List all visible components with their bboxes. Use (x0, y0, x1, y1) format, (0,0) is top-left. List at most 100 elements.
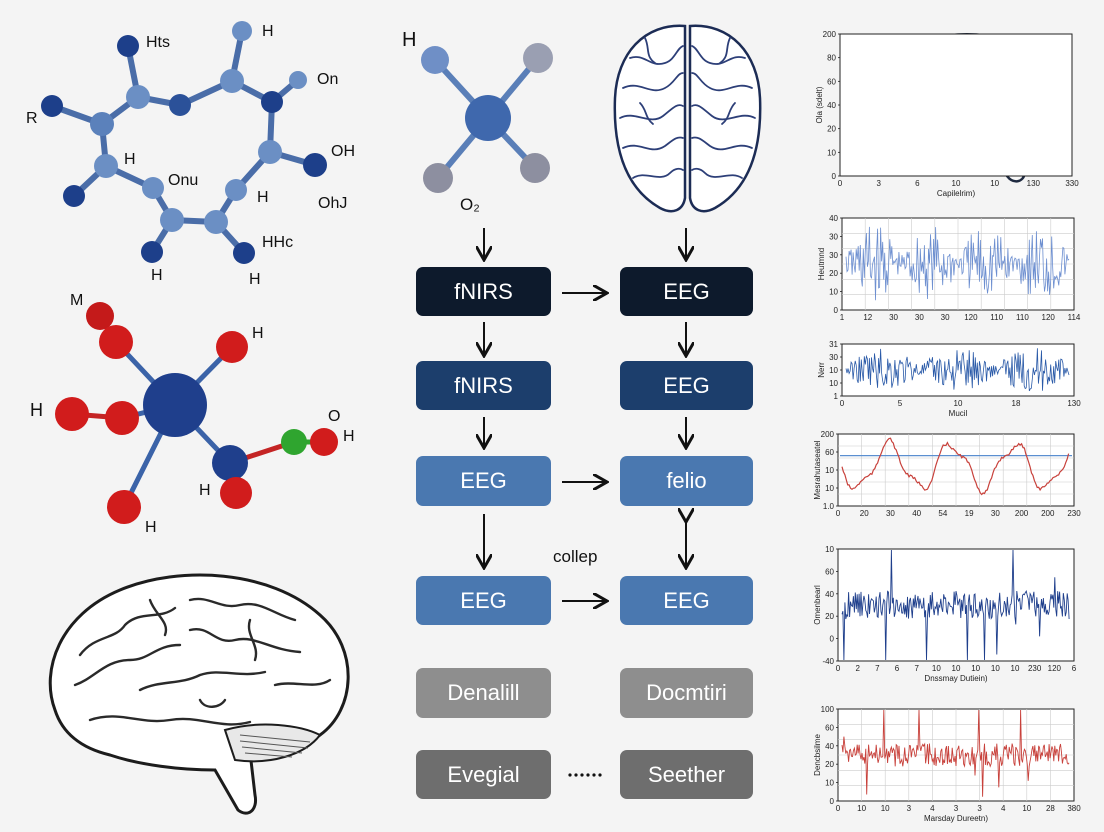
signal-trace (845, 348, 1070, 392)
y-axis-label: Heutmnd (817, 248, 826, 280)
y-tick-label: 40 (827, 101, 836, 110)
y-tick-label: 60 (825, 567, 834, 576)
y-tick-label: 10 (825, 466, 834, 475)
x-axis-label: Marsday Dureetn) (924, 814, 988, 823)
x-tick-label: 6 (1072, 664, 1077, 673)
x-tick-label: 10 (990, 179, 999, 188)
x-tick-label: 1 (840, 313, 845, 322)
flow-node-seether: Seether (620, 750, 753, 799)
x-tick-label: 120 (964, 313, 978, 322)
y-tick-label: 20 (825, 612, 834, 621)
atom-label: H (249, 271, 261, 288)
flow-node-eeg: EEG (620, 576, 753, 625)
x-tick-label: 10 (991, 664, 1000, 673)
flow-node-evegial: Evegial (416, 750, 551, 799)
atom-label: H (145, 519, 157, 536)
y-tick-label: 30 (829, 353, 838, 362)
y-tick-label: 60 (827, 77, 836, 86)
x-tick-label: 10 (932, 664, 941, 673)
x-tick-label: 30 (915, 313, 924, 322)
atom-label: H (151, 267, 163, 284)
x-tick-label: 0 (836, 664, 841, 673)
y-tick-label: 10 (829, 366, 838, 375)
y-tick-label: 40 (825, 742, 834, 751)
y-tick-label: 0 (830, 797, 835, 806)
y-tick-label: 0 (830, 635, 835, 644)
y-tick-label: 40 (825, 590, 834, 599)
x-tick-label: 110 (990, 313, 1003, 322)
atom-label: O₂ (460, 195, 480, 214)
x-tick-label: 30 (886, 509, 895, 518)
flow-node-eeg: EEG (620, 361, 753, 410)
x-tick-label: 380 (1067, 804, 1081, 813)
y-tick-label: 80 (827, 54, 836, 63)
atom-label: Hts (146, 34, 170, 51)
x-tick-label: 3 (954, 804, 959, 813)
brain-side-illustration (48, 573, 350, 815)
atom-label: H (257, 189, 269, 206)
brain-top-illustration (613, 24, 762, 213)
x-tick-label: 10 (952, 664, 961, 673)
flow-node-docmtiri: Docmtiri (620, 668, 753, 718)
x-tick-label: 7 (914, 664, 919, 673)
x-tick-label: 330 (1065, 179, 1079, 188)
x-tick-label: 0 (840, 399, 845, 408)
flow-node-fnirs: fNIRS (416, 267, 551, 316)
x-tick-label: 28 (1046, 804, 1055, 813)
flow-arrows (400, 228, 780, 777)
flow-node-eeg: EEG (620, 267, 753, 316)
x-tick-label: 4 (930, 804, 935, 813)
signal-trace (841, 549, 1070, 661)
signal-trace (841, 437, 1070, 496)
signal-trace (841, 709, 1070, 797)
x-tick-label: 130 (1067, 399, 1081, 408)
x-tick-label: 7 (875, 664, 880, 673)
atom-label: On (317, 71, 339, 88)
y-tick-label: 0 (832, 172, 837, 181)
y-tick-label: 60 (825, 723, 834, 732)
flow-node-fnirs: fNIRS (416, 361, 551, 410)
x-tick-label: 54 (938, 509, 947, 518)
x-axis-label: Mucil (949, 409, 968, 418)
x-tick-label: 19 (965, 509, 974, 518)
x-tick-label: 30 (889, 313, 898, 322)
y-tick-label: 20 (829, 269, 838, 278)
x-tick-label: 5 (898, 399, 903, 408)
molecule-left-middle (55, 302, 338, 524)
x-axis-label: Dnssmay Dutiein) (924, 674, 987, 683)
y-tick-label: 10 (825, 779, 834, 788)
flow-node-eeg: EEG (416, 456, 551, 506)
y-tick-label: 20 (827, 125, 836, 134)
x-tick-label: 6 (895, 664, 900, 673)
x-tick-label: 40 (912, 509, 921, 518)
atom-label: H (402, 29, 417, 51)
x-tick-label: 10 (1022, 804, 1031, 813)
atom-label: O (328, 408, 341, 425)
x-tick-label: 230 (1067, 509, 1081, 518)
x-tick-label: 10 (1011, 664, 1020, 673)
connector-label: collep (553, 547, 598, 566)
signal-trace (845, 226, 1070, 301)
flow-node-eeg: EEG (416, 576, 551, 625)
x-tick-label: 10 (857, 804, 866, 813)
y-tick-label: 30 (829, 251, 838, 260)
x-tick-label: 230 (1028, 664, 1042, 673)
y-tick-label: 40 (829, 214, 838, 223)
flow-node-denalill: Denalill (416, 668, 551, 718)
atom-label: Onu (168, 172, 199, 189)
x-tick-label: 20 (860, 509, 869, 518)
x-tick-label: 200 (1041, 509, 1055, 518)
x-tick-label: 10 (952, 179, 961, 188)
x-tick-label: 10 (971, 664, 980, 673)
y-tick-label: 20 (825, 760, 834, 769)
x-tick-label: 4 (1001, 804, 1006, 813)
molecule-top-left (41, 21, 327, 264)
x-tick-label: 0 (836, 804, 841, 813)
x-tick-label: 3 (977, 804, 982, 813)
y-axis-label: Nerr (817, 362, 826, 378)
